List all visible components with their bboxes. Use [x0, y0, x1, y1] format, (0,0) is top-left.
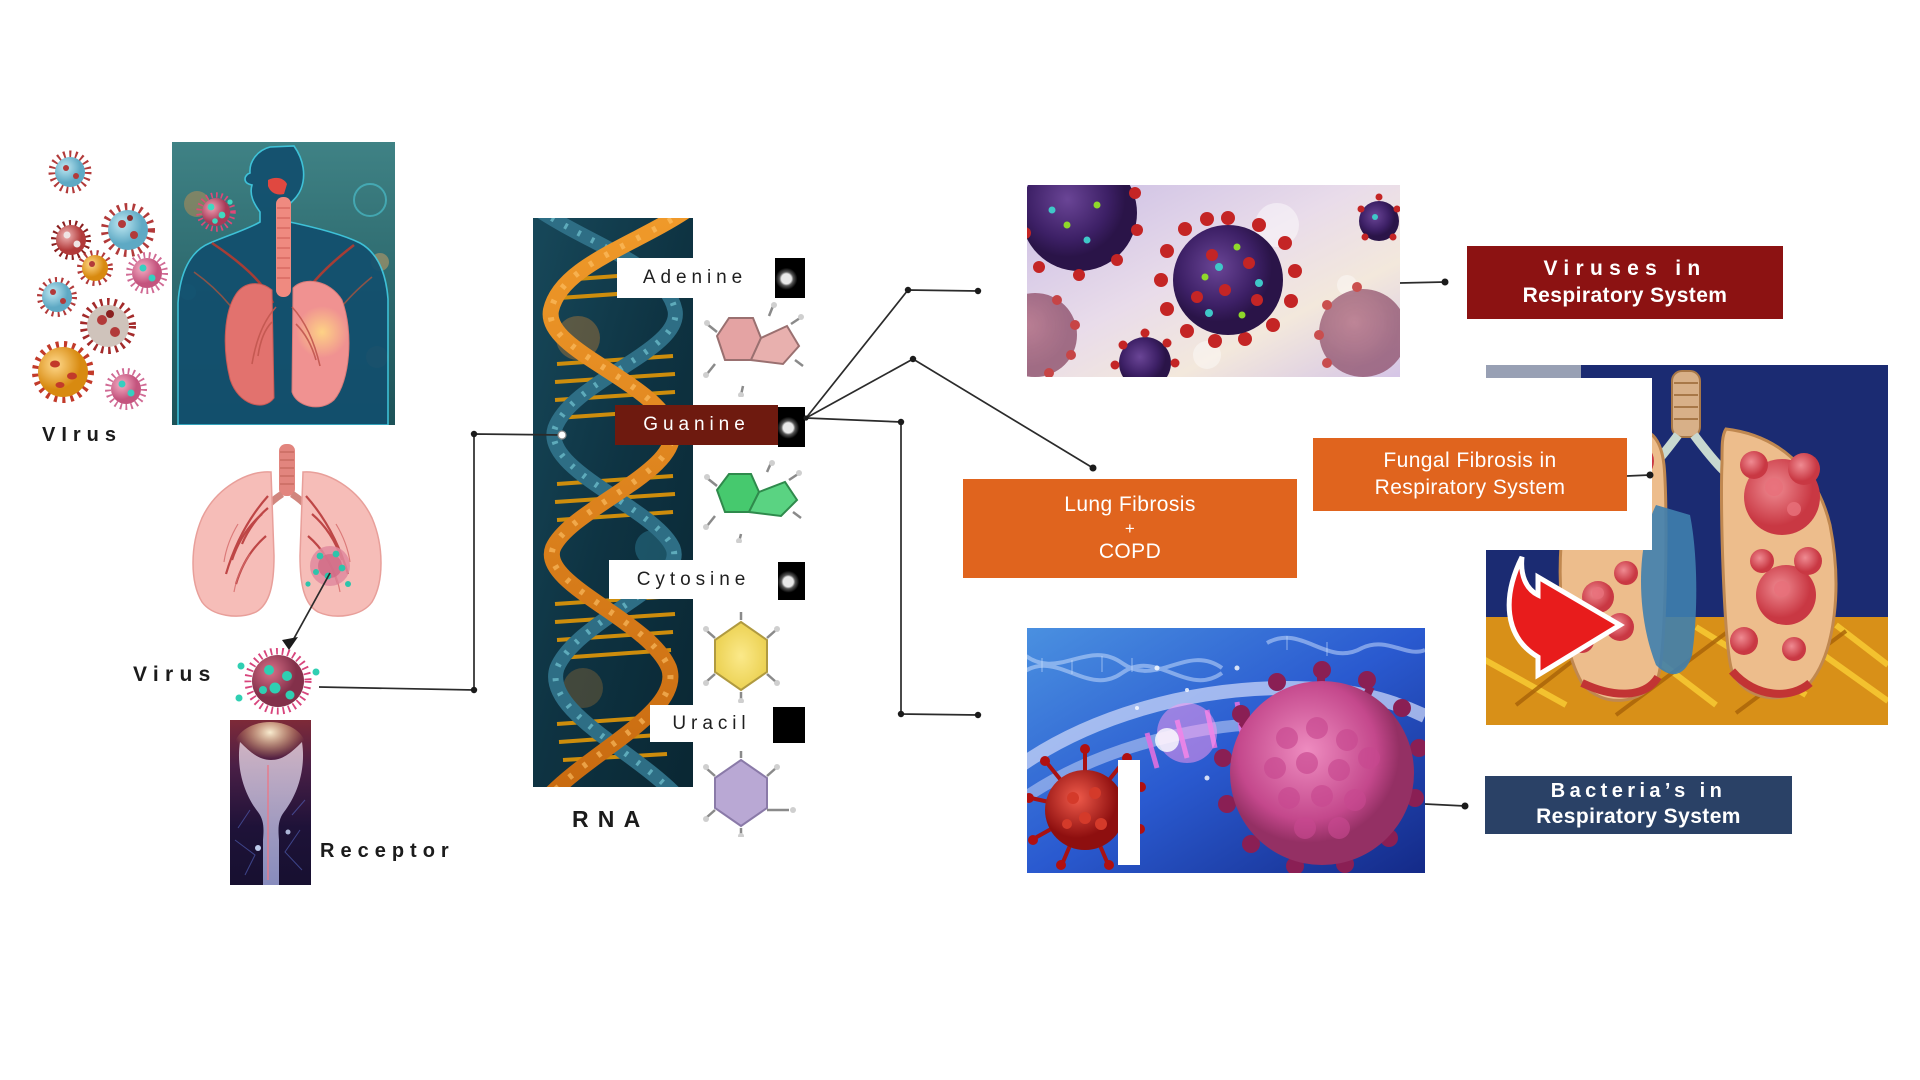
virus-pink-2 [105, 368, 147, 410]
receptor-label: Receptor [320, 840, 455, 862]
white-bar [1118, 760, 1140, 865]
human-respiratory-illustration [172, 142, 395, 425]
virus-red-1 [51, 220, 91, 260]
cytosine-thumbnail-square [778, 562, 805, 600]
virus-right-mid [1314, 282, 1400, 377]
virus-in-torso [196, 192, 236, 232]
cytosine-molecule-thumbnail [703, 612, 780, 703]
virus-blue-2 [101, 203, 155, 257]
virus-cluster-label: VIrus [42, 424, 123, 446]
lung-fibrosis-box: Lung Fibrosis + COPD [963, 479, 1297, 578]
left-lung [192, 471, 275, 617]
fungal-box: Fungal Fibrosis in Respiratory System [1313, 438, 1627, 511]
adenine-molecule-thumbnail [703, 302, 804, 397]
virus-right-small [1357, 193, 1400, 241]
connector-virusimage-to-viruses-box [1399, 281, 1446, 284]
virus-blue-1 [48, 150, 92, 194]
bacteria-box-line2: Respiratory System [1536, 805, 1741, 829]
guanine-label: Guanine [615, 405, 778, 445]
uracil-label-text: Uracil [672, 712, 751, 734]
adenine-label-text: Adenine [642, 267, 748, 288]
connector-guanine-to-bacteria-image [805, 417, 979, 716]
left-lung [224, 283, 275, 406]
adenine-thumbnail-square [775, 258, 805, 298]
uracil-label: Uracil [650, 705, 773, 742]
virus-top-left [1027, 185, 1143, 281]
lungs-illustration [178, 444, 396, 626]
fungal-box-line1: Fungal Fibrosis in [1383, 449, 1557, 473]
virus-pink-1 [126, 252, 168, 294]
lung-fibrosis-line1: Lung Fibrosis [1064, 492, 1196, 516]
rna-label: RNA [572, 806, 650, 832]
virus-bottom-center [1110, 328, 1180, 377]
coronavirus-particles-illustration [1027, 185, 1400, 377]
bacteria-dna-illustration [1027, 628, 1425, 873]
virus-particle-illustration [235, 648, 320, 715]
rna-double-helix-illustration [533, 218, 693, 787]
virus-center [1154, 211, 1302, 348]
bacteria-box: Bacteria’s in Respiratory System [1485, 776, 1792, 834]
virus-red-2 [80, 298, 136, 354]
guanine-thumbnail-square [778, 407, 805, 447]
uracil-molecule-thumbnail [703, 751, 796, 837]
cytosine-label-text: Cytosine [636, 568, 751, 590]
guanine-label-text: Guanine [643, 414, 750, 435]
lung-fibrosis-line3: COPD [1098, 540, 1162, 564]
guanine-molecule-thumbnail [703, 460, 802, 543]
receptor-funnel [238, 742, 304, 885]
lung-fibrosis-line2: + [1124, 518, 1136, 538]
bacteria-box-line1: Bacteria’s in [1550, 780, 1727, 803]
red-curved-arrow [1506, 555, 1625, 680]
virus-orange-2 [32, 341, 94, 403]
connector-guanine-to-viruses-image [805, 289, 979, 419]
virus-cluster-illustration [32, 150, 168, 410]
adenine-label: Adenine [617, 258, 773, 298]
viruses-box: Viruses in Respiratory System [1467, 246, 1783, 319]
fungal-box-line2: Respiratory System [1374, 475, 1566, 499]
viruses-box-line2: Respiratory System [1522, 283, 1728, 307]
virus-blue-3 [37, 277, 77, 317]
virus-orange-1 [77, 250, 113, 286]
virus-label: Virus [133, 663, 217, 686]
viruses-box-line1: Viruses in [1543, 257, 1707, 281]
uracil-thumbnail-square [773, 707, 805, 743]
connector-bacteria-image-to-box [1424, 803, 1466, 807]
pink-virus [1214, 661, 1425, 873]
receptor-illustration [230, 720, 311, 885]
cytosine-label: Cytosine [609, 560, 778, 599]
